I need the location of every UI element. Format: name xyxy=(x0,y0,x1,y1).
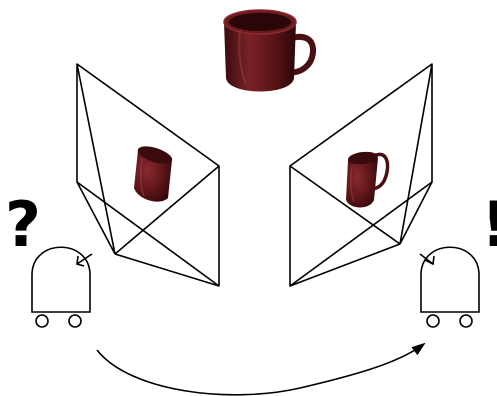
left-view-mug-icon xyxy=(134,143,174,202)
curved-arrow-icon xyxy=(97,344,424,395)
exclamation-mark: ! xyxy=(481,188,497,261)
right-robot-icon xyxy=(420,247,479,327)
question-mark: ? xyxy=(5,188,41,261)
right-view-mug-icon xyxy=(346,150,388,207)
left-robot-icon xyxy=(32,247,92,327)
red-mug-icon xyxy=(224,10,313,92)
